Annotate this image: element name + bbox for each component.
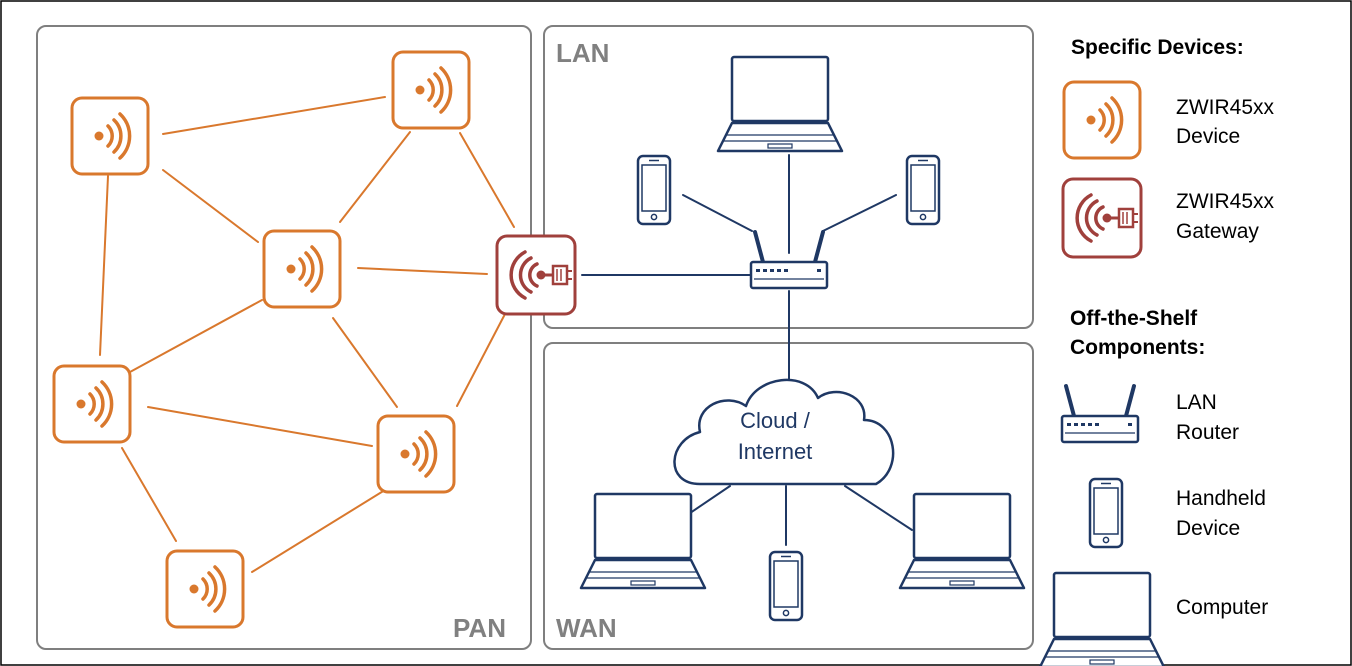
legend-phone-icon [1088, 477, 1124, 549]
legend-gateway-icon [1061, 177, 1143, 259]
mesh-link [456, 313, 506, 407]
mesh-link [162, 96, 386, 135]
pan-mesh-links [99, 96, 515, 573]
legend-device-line2: Device [1176, 125, 1240, 148]
mesh-link [162, 169, 259, 243]
legend-specific-heading: Specific Devices: [1071, 36, 1244, 59]
wan-label: WAN [556, 613, 617, 643]
legend-handheld-line2: Device [1176, 517, 1240, 540]
mesh-link [121, 447, 177, 542]
lan-laptop-icon [716, 55, 844, 153]
zwir-device-icon [52, 364, 132, 444]
wan-phone-icon [768, 550, 804, 622]
legend-handheld-line1: Handheld [1176, 487, 1266, 510]
mesh-link [99, 175, 109, 356]
mesh-link [251, 489, 386, 573]
cloud-label-line2: Internet [738, 439, 813, 464]
router-phone-link [822, 194, 897, 232]
mesh-link [129, 299, 263, 373]
cloud-label-line1: Cloud / [740, 408, 811, 433]
legend-router-line2: Router [1176, 421, 1239, 444]
zwir-device-icon [376, 414, 456, 494]
lan-phone-icon [905, 154, 941, 226]
legend-gateway-line1: ZWIR45xx [1176, 190, 1275, 213]
legend-ots-heading-line2: Components: [1070, 336, 1205, 359]
wan-laptop-icon [898, 492, 1026, 590]
zwir-gateway-icon [495, 234, 577, 316]
legend: Specific Devices: ZWIR45xx Device ZWIR45… [1038, 36, 1275, 666]
legend-computer-label: Computer [1176, 596, 1268, 619]
legend-device-line1: ZWIR45xx [1176, 96, 1275, 119]
zwir-device-icon [70, 96, 150, 176]
legend-router-line1: LAN [1176, 391, 1217, 414]
legend-ots-heading-line1: Off-the-Shelf [1070, 307, 1198, 330]
mesh-link [459, 132, 515, 228]
router-phone-link [682, 194, 753, 232]
legend-laptop-icon [1038, 571, 1166, 666]
pan-region [36, 25, 532, 650]
zwir-device-icon [165, 549, 245, 629]
wan-laptop-icon [579, 492, 707, 590]
pan-label: PAN [453, 613, 506, 643]
zwir-device-icon [262, 229, 342, 309]
cloud-laptop-link [844, 485, 913, 531]
cloud-icon [673, 378, 895, 486]
legend-device-icon [1062, 80, 1142, 160]
mesh-link [332, 317, 398, 408]
legend-gateway-line2: Gateway [1176, 220, 1259, 243]
lan-phone-icon [636, 154, 672, 226]
mesh-link [339, 131, 411, 223]
mesh-link [147, 406, 373, 447]
lan-label: LAN [556, 38, 609, 68]
zwir-device-icon [391, 50, 471, 130]
mesh-link [357, 267, 488, 275]
